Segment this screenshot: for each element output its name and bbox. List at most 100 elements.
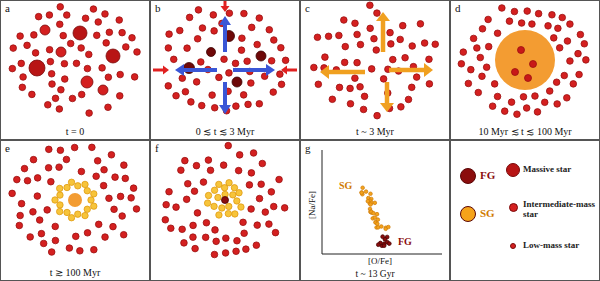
low-mass-star	[35, 13, 42, 20]
low-mass-star	[329, 96, 336, 103]
low-mass-star	[254, 222, 261, 229]
low-mass-star	[371, 35, 378, 42]
low-mass-star	[56, 106, 63, 113]
low-mass-star	[207, 167, 214, 174]
low-mass-star	[278, 81, 285, 88]
sg-data-point	[373, 216, 377, 220]
low-mass-star	[221, 56, 228, 63]
low-mass-star	[78, 168, 85, 175]
low-mass-star	[413, 74, 420, 81]
low-mass-star	[165, 83, 172, 90]
low-mass-star	[106, 195, 113, 202]
sg-star	[234, 198, 240, 204]
low-mass-star	[341, 59, 348, 66]
expulsion-arrow	[381, 21, 386, 52]
low-mass-star	[105, 104, 112, 111]
massive-star-evolved	[207, 48, 216, 57]
sg-data-point	[360, 191, 364, 195]
low-mass-star	[241, 230, 248, 237]
low-mass-star	[554, 101, 561, 108]
low-mass-star	[186, 14, 193, 21]
massive-star-evolved	[232, 77, 242, 87]
low-mass-star	[95, 221, 102, 228]
low-mass-star	[86, 110, 93, 117]
low-mass-star	[524, 8, 531, 15]
panel-letter: b	[155, 2, 161, 14]
sg-star	[68, 215, 74, 221]
low-mass-star	[336, 32, 343, 39]
low-mass-star	[192, 245, 199, 252]
low-mass-star	[99, 65, 106, 72]
low-mass-star	[84, 230, 91, 237]
low-mass-star	[567, 58, 574, 65]
low-mass-star	[16, 222, 23, 229]
legend-text: SG	[480, 207, 495, 220]
panel-letter: g	[305, 142, 311, 154]
low-mass-star	[347, 85, 354, 92]
low-mass-star	[77, 248, 84, 255]
low-mass-star	[541, 99, 548, 106]
wind-arrow-head	[219, 16, 231, 25]
low-mass-star	[181, 240, 188, 247]
low-mass-star	[24, 177, 31, 184]
sg-star	[56, 185, 62, 191]
low-mass-star	[222, 250, 229, 257]
low-mass-star	[417, 21, 424, 28]
legend-text: Intermediate-mass star	[523, 199, 597, 220]
intermediate-mass-star	[40, 25, 50, 35]
low-mass-star	[512, 69, 519, 76]
gas-reservoir	[495, 30, 555, 90]
low-mass-star	[163, 201, 170, 208]
low-mass-star	[374, 10, 381, 17]
low-mass-star	[203, 219, 210, 226]
low-mass-star	[577, 31, 584, 38]
low-mass-star	[190, 234, 197, 241]
panel-letter: a	[5, 2, 10, 14]
sg-star	[57, 202, 63, 208]
low-mass-star	[56, 21, 63, 28]
low-mass-star	[211, 28, 218, 35]
time-label: t ~ 13 Gyr	[301, 269, 449, 279]
low-mass-star	[211, 251, 218, 258]
low-mass-star	[45, 146, 52, 153]
low-mass-star	[470, 35, 477, 42]
low-mass-star	[57, 4, 64, 11]
low-mass-star	[198, 102, 205, 109]
low-mass-star	[130, 185, 137, 192]
sg-star	[238, 204, 244, 210]
panel: d10 Myr ≲ t ≲ 100 Myr	[450, 0, 600, 140]
low-mass-star	[122, 175, 129, 182]
low-mass-star	[166, 188, 173, 195]
low-mass-star	[272, 229, 279, 236]
low-mass-star	[373, 47, 380, 54]
low-mass-star	[314, 34, 321, 41]
low-mass-star	[243, 246, 250, 253]
wind-arrow-head	[175, 64, 184, 76]
time-label: t ~ 3 Myr	[301, 126, 449, 137]
low-mass-star	[71, 144, 78, 151]
low-mass-star	[27, 234, 34, 241]
intermediate-mass-star	[56, 47, 66, 57]
inflow-arrow	[287, 69, 297, 72]
low-mass-star	[46, 12, 53, 19]
low-mass-star	[266, 26, 273, 33]
low-mass-star	[31, 32, 38, 39]
low-mass-star	[278, 44, 285, 51]
low-mass-star	[266, 221, 273, 228]
low-mass-star	[494, 30, 501, 37]
low-mass-star	[485, 16, 492, 23]
low-mass-star	[110, 223, 117, 230]
sg-star	[211, 203, 217, 209]
low-mass-star	[256, 195, 263, 202]
low-mass-star	[352, 75, 359, 82]
low-mass-star	[134, 49, 141, 56]
legend-text: Low-mass star	[523, 240, 579, 250]
inflow-arrow	[153, 69, 163, 72]
low-mass-star	[44, 101, 51, 108]
low-mass-star	[245, 101, 252, 108]
low-mass-star	[58, 86, 65, 93]
low-mass-star	[93, 173, 100, 180]
low-mass-star	[119, 213, 126, 220]
wind-arrow-head	[219, 105, 231, 114]
low-mass-star	[399, 22, 406, 29]
